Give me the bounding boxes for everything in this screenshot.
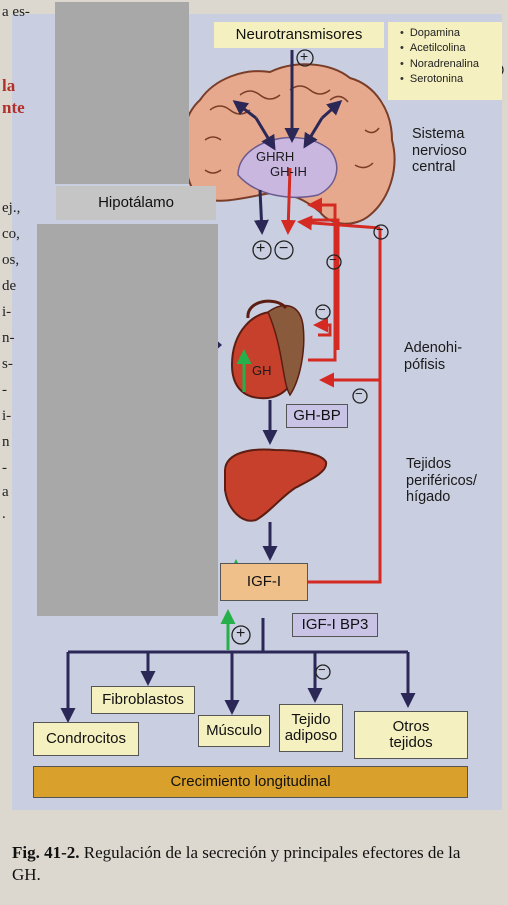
- tissues-label: Tejidos periféricos/ hígado: [406, 456, 477, 506]
- gh-ih-label: GH-IH: [270, 164, 307, 179]
- adenohypophysis-label: Adenohi- pófisis: [404, 340, 463, 373]
- plus-sign: +: [300, 48, 309, 64]
- edge-text-line: co,: [2, 226, 20, 242]
- list-item: Dopamina: [400, 26, 479, 41]
- minus-sign: −: [329, 252, 337, 267]
- ghrh-label: GHRH: [256, 149, 295, 164]
- redaction-mask: [55, 2, 189, 184]
- edge-text-line: i-: [2, 304, 12, 320]
- caption-text: Regulación de la secreción y principales…: [12, 843, 461, 885]
- hypothalamus-box: Hipotálamo: [56, 186, 216, 220]
- edge-text-line: de: [2, 278, 17, 294]
- minus-sign: −: [318, 662, 326, 677]
- growth-bar: Crecimiento longitudinal: [33, 766, 468, 798]
- igf1-box: IGF-I: [220, 563, 308, 601]
- edge-text-red-2: nte: [2, 98, 25, 117]
- gh-bp-box: GH-BP: [286, 404, 348, 428]
- pituitary-illustration: [230, 299, 305, 400]
- neurotransmitters-box: Neurotransmisores: [214, 22, 384, 48]
- minus-sign: −: [279, 240, 289, 257]
- edge-text-line: -: [2, 382, 7, 398]
- plus-sign: +: [236, 625, 246, 642]
- cns-label: Sistema nervioso central: [412, 126, 467, 176]
- chondrocytes-box: Condrocitos: [33, 722, 139, 756]
- edge-text-red-1: la: [2, 76, 16, 95]
- neurotransmitter-list: Dopamina Acetilcolina Noradrenalina Sero…: [400, 26, 479, 88]
- edge-text-line: s-: [2, 356, 13, 372]
- caption-figure-number: Fig. 41-2.: [12, 843, 80, 862]
- minus-sign: −: [355, 386, 363, 401]
- figure-caption: Fig. 41-2. Regulación de la secreción y …: [12, 842, 492, 886]
- edge-text-line: os,: [2, 252, 20, 268]
- list-item: Acetilcolina: [400, 41, 479, 56]
- redaction-mask: [37, 224, 218, 616]
- edge-text-line: i-: [2, 408, 12, 424]
- edge-text-line: ej.,: [2, 200, 21, 216]
- edge-text-top: a es-: [2, 4, 30, 20]
- list-item: Serotonina: [400, 72, 479, 87]
- edge-text-line: .: [2, 506, 6, 522]
- igf1-bp3-box: IGF-I BP3: [292, 613, 378, 637]
- gh-label: GH: [252, 363, 272, 378]
- other-tissues-box: Otros tejidos: [354, 711, 468, 759]
- edge-text-line: n-: [2, 330, 15, 346]
- edge-text-line: a: [2, 484, 9, 500]
- muscle-box: Músculo: [198, 715, 270, 747]
- fibroblasts-box: Fibroblastos: [91, 686, 195, 714]
- edge-text-line: n: [2, 434, 10, 450]
- list-item: Noradrenalina: [400, 57, 479, 72]
- edge-text-line: -: [2, 460, 7, 476]
- adipose-box: Tejido adiposo: [279, 704, 343, 752]
- minus-sign: −: [318, 302, 326, 317]
- minus-sign: −: [376, 222, 384, 237]
- liver-illustration: [224, 448, 328, 522]
- plus-sign: +: [256, 240, 266, 257]
